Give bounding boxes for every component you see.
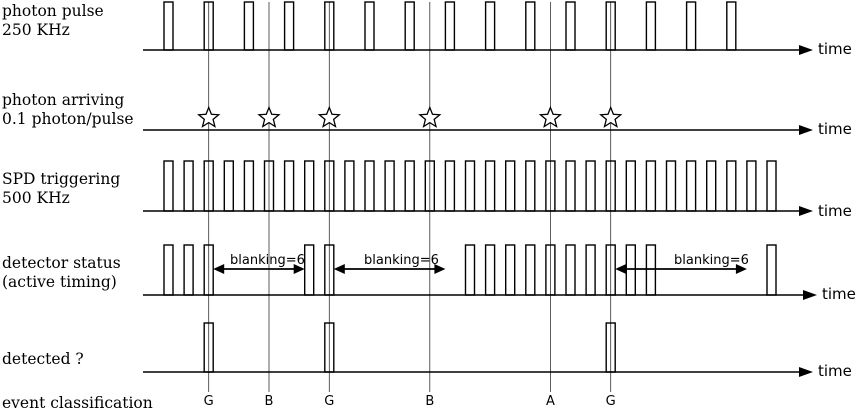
pulse-box — [625, 244, 636, 296]
pulse-box — [585, 244, 596, 296]
pulse-box — [243, 1, 255, 51]
pulse-box — [484, 160, 496, 212]
photon-star-icon — [317, 105, 341, 128]
row-label-line1: detector status — [2, 254, 121, 272]
time-axis-arrowhead — [799, 367, 813, 377]
pulse-box — [645, 1, 657, 51]
row-label-line2: (active timing) — [2, 273, 117, 291]
pulse-box — [283, 1, 295, 51]
blanking-arrowhead-left — [213, 264, 225, 274]
pulse-box — [525, 160, 536, 212]
pulse-box — [444, 160, 456, 212]
blanking-arrowhead-left — [615, 264, 627, 274]
pulse-box — [484, 244, 496, 296]
row-label-spd-triggering: SPD triggering 500 KHz — [2, 170, 120, 208]
row-label-line1: SPD triggering — [2, 170, 121, 188]
pulse-box — [163, 160, 174, 212]
pulse-box — [364, 1, 375, 51]
row-label-line1: event classification — [2, 394, 153, 412]
pulse-box — [304, 244, 315, 296]
pulse-box — [565, 1, 576, 51]
pulse-box — [505, 160, 516, 212]
pulse-box — [685, 1, 697, 51]
row-label-line1: photon arriving — [2, 91, 125, 109]
row-label-event-classification: event classification — [2, 394, 153, 413]
blanking-arrowhead-right — [293, 264, 305, 274]
pulse-box — [585, 160, 596, 212]
event-class-label: G — [324, 394, 335, 409]
blanking-arrowhead-right — [735, 264, 747, 274]
time-axis-label: time — [818, 202, 852, 220]
photon-star-icon — [257, 105, 281, 128]
pulse-box — [283, 160, 295, 212]
blanking-arrowhead-left — [333, 264, 345, 274]
pulse-box — [304, 160, 315, 212]
photon-star-icon — [418, 105, 442, 128]
pulse-box — [183, 160, 194, 212]
time-axis-arrowhead — [803, 290, 817, 300]
pulse-box — [726, 1, 737, 51]
pulse-box — [766, 244, 777, 296]
pulse-box — [384, 160, 395, 212]
event-class-label: B — [425, 394, 435, 409]
event-class-label: A — [545, 394, 555, 409]
row-label-photon-pulse: photon pulse 250 KHz — [2, 2, 104, 40]
time-axis-arrowhead — [799, 45, 813, 55]
blanking-label: blanking=6 — [230, 253, 305, 268]
photon-star-icon — [599, 105, 623, 128]
blanking-label: blanking=6 — [674, 253, 749, 268]
pulse-box — [163, 244, 174, 296]
pulse-box — [525, 1, 536, 51]
pulse-box — [364, 160, 375, 212]
pulse-box — [565, 160, 576, 212]
pulse-box — [766, 160, 777, 212]
pulse-box — [404, 160, 415, 212]
pulse-box — [525, 244, 536, 296]
row-label-line1: detected ? — [2, 350, 84, 368]
pulse-box — [404, 1, 415, 51]
row-label-detector-status: detector status (active timing) — [2, 254, 121, 292]
pulse-box — [746, 160, 757, 212]
row-label-line2: 500 KHz — [2, 189, 70, 207]
pulse-box — [625, 160, 636, 212]
pulse-box — [665, 160, 677, 212]
row-label-line1: photon pulse — [2, 2, 104, 20]
blanking-label: blanking=6 — [364, 253, 439, 268]
pulse-box — [223, 160, 235, 212]
event-class-label: B — [264, 394, 274, 409]
pulse-box — [726, 160, 737, 212]
pulse-box — [464, 160, 476, 212]
pulse-box — [685, 160, 697, 212]
time-axis-arrowhead — [799, 125, 813, 135]
row-label-line2: 0.1 photon/pulse — [2, 110, 134, 128]
row-label-line2: 250 KHz — [2, 21, 70, 39]
time-axis-label: time — [818, 120, 852, 138]
event-class-label: G — [203, 394, 214, 409]
pulse-box — [484, 1, 496, 51]
row-label-detected: detected ? — [2, 350, 84, 369]
pulse-box — [645, 160, 657, 212]
photon-star-icon — [538, 105, 563, 128]
pulse-box — [464, 244, 476, 296]
time-axis-label: time — [818, 40, 852, 58]
pulse-box — [183, 244, 194, 296]
pulse-box — [163, 1, 174, 51]
pulse-box — [243, 160, 255, 212]
pulse-box — [505, 244, 516, 296]
pulse-box — [645, 244, 657, 296]
time-axis-arrowhead — [799, 206, 813, 216]
pulse-box — [706, 160, 717, 212]
pulse-box — [565, 244, 576, 296]
time-axis-label: time — [818, 362, 852, 380]
pulse-box — [444, 1, 456, 51]
blanking-arrowhead-right — [434, 264, 446, 274]
pulse-box — [344, 160, 355, 212]
event-class-label: G — [605, 394, 616, 409]
row-label-photon-arriving: photon arriving 0.1 photon/pulse — [2, 91, 134, 129]
time-axis-label: time — [822, 285, 856, 303]
photon-star-icon — [197, 105, 221, 128]
